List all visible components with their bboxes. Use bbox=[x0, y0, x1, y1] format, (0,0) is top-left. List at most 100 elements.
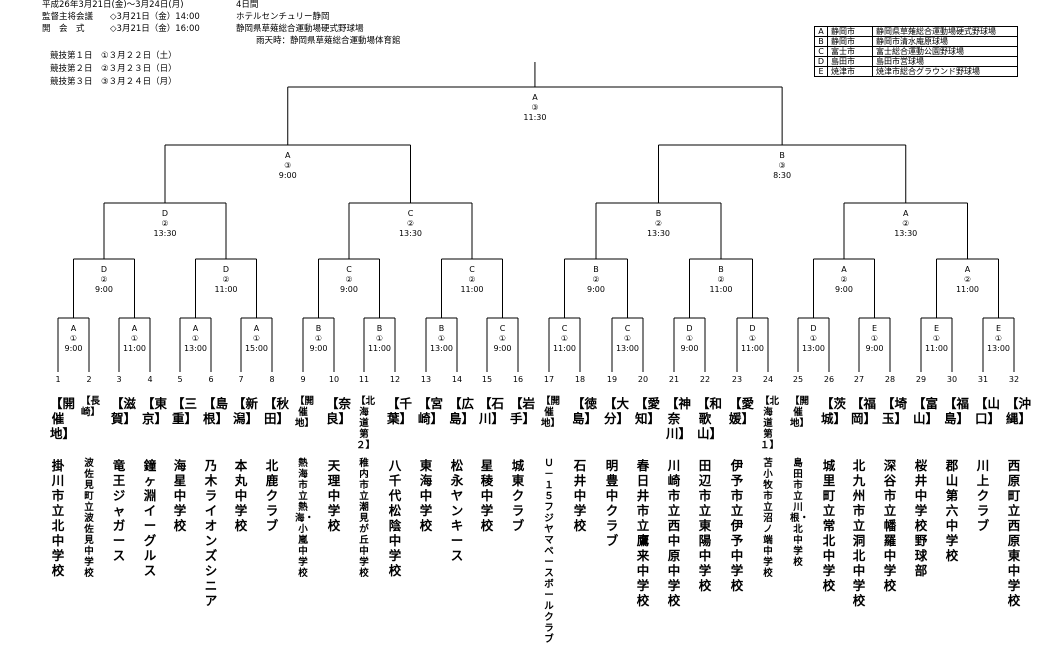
team-name: 石井中学校 bbox=[573, 458, 587, 533]
match-time: 9:00 bbox=[587, 285, 605, 294]
match-day: ② bbox=[468, 275, 475, 284]
match-venue: A bbox=[841, 265, 847, 274]
entry-number: 17 bbox=[544, 375, 554, 384]
match-day: ① bbox=[376, 334, 383, 343]
match-time: 11:00 bbox=[553, 344, 576, 353]
match-time: 9:00 bbox=[681, 344, 699, 353]
match-time: 8:30 bbox=[773, 171, 791, 180]
team-prefecture: 【愛媛】 bbox=[729, 396, 755, 426]
team-entry: 【富山】桜井中学校野球部 bbox=[913, 396, 938, 578]
entry-number: 27 bbox=[854, 375, 864, 384]
day3-schedule: 競技第３日 ③３月２４日（月） bbox=[50, 77, 177, 87]
match-venue: A bbox=[965, 265, 971, 274]
entry-number: 6 bbox=[208, 375, 213, 384]
match-day: ① bbox=[933, 334, 940, 343]
team-name: 天理中学校 bbox=[327, 458, 341, 533]
team-prefecture: 【愛知】 bbox=[635, 396, 661, 426]
entry-number: 11 bbox=[359, 375, 369, 384]
rain-place: 雨天時：静岡県草薙総合運動場体育館 bbox=[256, 36, 401, 46]
meeting-place: ホテルセンチュリー静岡 bbox=[236, 12, 330, 22]
team-prefecture: 【和歌山】 bbox=[697, 396, 723, 441]
match-venue: A bbox=[532, 93, 538, 102]
team-name: 鐘ヶ淵イーグルス bbox=[143, 458, 157, 578]
team-name: 島田市立川根・北中学校 bbox=[790, 458, 810, 568]
match-venue: A bbox=[285, 151, 291, 160]
team-prefecture: 【島根】 bbox=[203, 396, 229, 426]
team-prefecture: 【開催地】 bbox=[790, 396, 810, 429]
team-name: 北九州市立洞北中学校 bbox=[852, 458, 866, 608]
team-entry: 【秋田】北鹿クラブ bbox=[264, 396, 289, 533]
match-time: 15:00 bbox=[245, 344, 268, 353]
match-day: ② bbox=[407, 219, 414, 228]
team-entry: 【茨城】城里町立常北中学校 bbox=[821, 396, 846, 593]
entry-number: 5 bbox=[177, 375, 182, 384]
match-day: ③ bbox=[284, 161, 291, 170]
team-prefecture: 【奈良】 bbox=[326, 396, 352, 426]
team-prefecture: 【埼玉】 bbox=[882, 396, 908, 426]
entry-number: 16 bbox=[513, 375, 523, 384]
match-time: 9:00 bbox=[65, 344, 83, 353]
match-venue: C bbox=[469, 265, 475, 274]
team-entry: 【福島】郡山第六中学校 bbox=[944, 396, 970, 563]
match-day: ① bbox=[70, 334, 77, 343]
opening-place: 静岡県草薙総合運動場硬式野球場 bbox=[236, 24, 364, 34]
team-entry: 【新潟】本丸中学校 bbox=[233, 396, 258, 533]
match-time: 11:00 bbox=[460, 285, 483, 294]
match-day: ① bbox=[871, 334, 878, 343]
team-entry: 【岩手】城東クラブ bbox=[510, 396, 535, 533]
team-prefecture: 【福島】 bbox=[944, 396, 970, 426]
match-venue: B bbox=[439, 324, 445, 333]
match-day: ③ bbox=[779, 161, 786, 170]
team-entry: 【開催地】熱海市立熱海・小嵐中学校 bbox=[295, 396, 314, 579]
match-venue: D bbox=[101, 265, 107, 274]
team-entry: 【開催地】掛川市立北中学校 bbox=[50, 396, 75, 578]
entry-number: 8 bbox=[269, 375, 274, 384]
team-name: Ｕ－１５フジヤマベースボールクラブ bbox=[544, 458, 554, 645]
match-time: 13:00 bbox=[987, 344, 1010, 353]
entry-number: 1 bbox=[55, 375, 60, 384]
team-name: 明豊中クラブ bbox=[605, 458, 619, 548]
match-day: ② bbox=[222, 275, 229, 284]
match-day: ① bbox=[499, 334, 506, 343]
team-entry: 【和歌山】田辺市立東陽中学校 bbox=[697, 396, 723, 593]
entry-number: 20 bbox=[638, 375, 648, 384]
days: 4日間 bbox=[236, 0, 259, 10]
match-day: ① bbox=[192, 334, 199, 343]
entry-number: 23 bbox=[732, 375, 742, 384]
team-prefecture: 【山口】 bbox=[975, 396, 1001, 426]
team-entry: 【神奈川】川崎市立西中原中学校 bbox=[666, 396, 691, 608]
match-venue: E bbox=[934, 324, 939, 333]
team-name: 城里町立常北中学校 bbox=[822, 458, 836, 593]
match-time: 9:00 bbox=[310, 344, 328, 353]
match-day: ② bbox=[161, 219, 168, 228]
match-venue: A bbox=[254, 324, 260, 333]
meeting-time: ◇3月21日（金）14:00 bbox=[110, 12, 200, 22]
match-time: 13:30 bbox=[894, 229, 917, 238]
team-prefecture: 【北海道第２】 bbox=[356, 396, 376, 451]
match-time: 9:00 bbox=[866, 344, 884, 353]
match-time: 9:00 bbox=[279, 171, 297, 180]
team-entry: 【奈良】天理中学校 bbox=[326, 396, 352, 533]
team-name: 稚内市立潮見が丘中学校 bbox=[359, 458, 369, 579]
team-entry: 【島根】乃木ライオンズシニア bbox=[203, 396, 229, 608]
period: 平成26年3月21日(金)～3月24日(月) bbox=[42, 0, 184, 10]
match-day: ② bbox=[100, 275, 107, 284]
entry-number: 18 bbox=[575, 375, 585, 384]
team-entry: 【滋賀】竜王ジャガース bbox=[111, 396, 136, 563]
match-venue: C bbox=[408, 209, 414, 218]
match-day: ③ bbox=[531, 103, 538, 112]
match-day: ① bbox=[561, 334, 568, 343]
match-day: ① bbox=[624, 334, 631, 343]
team-name: 東海中学校 bbox=[419, 458, 433, 533]
match-time: 9:00 bbox=[95, 285, 113, 294]
match-venue: D bbox=[162, 209, 168, 218]
match-venue: D bbox=[810, 324, 816, 333]
team-name: 川上クラブ bbox=[976, 458, 990, 533]
team-name: 星稜中学校 bbox=[480, 458, 494, 533]
entry-number: 21 bbox=[669, 375, 679, 384]
match-time: 11:00 bbox=[214, 285, 237, 294]
entry-number: 26 bbox=[824, 375, 834, 384]
entry-number: 24 bbox=[763, 375, 773, 384]
team-name: 西原町立西原東中学校 bbox=[1007, 458, 1021, 608]
